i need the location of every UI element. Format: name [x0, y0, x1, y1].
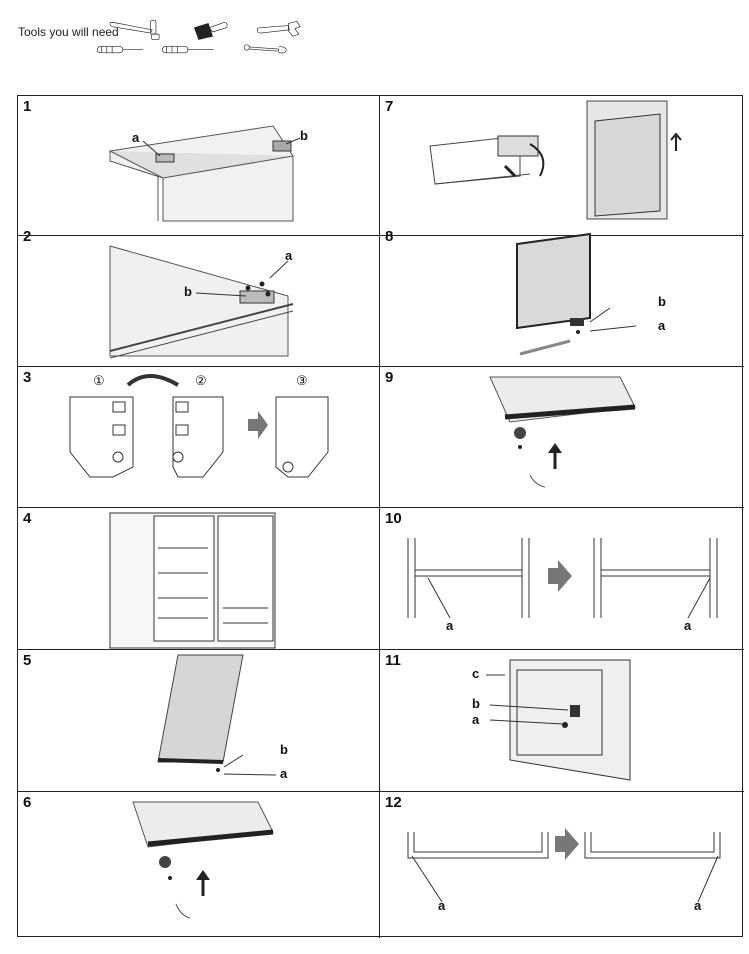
adjustable-wrench-icon — [256, 20, 301, 37]
step-10-illustration — [407, 538, 718, 619]
step-7-illustration — [429, 100, 682, 220]
label-a: a — [472, 712, 480, 727]
step-5-illustration — [157, 654, 277, 776]
step-9-panel: 9 — [380, 367, 744, 508]
label-b: b — [184, 284, 192, 299]
step-number: 9 — [385, 369, 394, 386]
step-11-panel: 11 c b a — [380, 650, 744, 792]
step-6-panel: 6 — [18, 792, 380, 938]
step-11-illustration — [486, 659, 631, 781]
step-12-panel: 12 a a — [380, 792, 744, 938]
label-a: a — [280, 766, 288, 781]
label-a: a — [132, 130, 140, 145]
label-c: c — [472, 666, 480, 681]
step-5-panel: 5 b a — [18, 650, 380, 792]
step-number: 3 — [23, 369, 32, 386]
step-9-illustration — [489, 376, 636, 488]
flathead-screwdriver-icon — [96, 46, 144, 54]
label-a: a — [684, 618, 692, 633]
label-b: b — [300, 128, 308, 143]
step-number: 6 — [23, 794, 32, 811]
step-3-panel: 3 ① ② ③ — [18, 367, 380, 508]
step-6-illustration — [132, 801, 274, 919]
step-number: 7 — [385, 98, 394, 115]
step-number: 5 — [23, 652, 32, 669]
label-a: a — [694, 898, 702, 913]
label-b: b — [280, 742, 288, 757]
label-a: a — [658, 318, 666, 333]
step-number: 10 — [385, 510, 402, 527]
step-2-illustration — [109, 245, 294, 359]
step-number: 12 — [385, 794, 402, 811]
step-12-illustration — [407, 828, 721, 903]
step-7-panel: 7 — [380, 96, 744, 236]
tools-heading: Tools you will need — [18, 25, 119, 39]
step-2-panel: 2 b a — [18, 226, 380, 367]
step-10-panel: 10 a a — [380, 508, 744, 650]
label-3: ③ — [296, 373, 308, 388]
step-8-illustration — [516, 232, 637, 356]
step-number: 1 — [23, 98, 32, 115]
step-number: 4 — [23, 510, 32, 527]
label-a: a — [438, 898, 446, 913]
step-4-illustration — [109, 512, 276, 649]
label-b: b — [658, 294, 666, 309]
step-1-panel: 1 a b — [18, 96, 380, 236]
step-1-illustration — [109, 125, 301, 222]
putty-knife-icon — [193, 22, 228, 40]
label-2: ② — [195, 373, 207, 388]
label-b: b — [472, 696, 480, 711]
label-a: a — [285, 248, 293, 263]
label-a: a — [446, 618, 454, 633]
label-1: ① — [93, 373, 105, 388]
step-4-panel: 4 — [18, 508, 380, 650]
step-number: 8 — [385, 228, 394, 245]
combination-wrench-icon — [243, 44, 287, 54]
socket-wrench-icon — [109, 19, 160, 40]
instruction-grid: 1 a b 7 2 — [17, 95, 744, 938]
tools-illustration — [96, 19, 301, 54]
step-number: 2 — [23, 228, 32, 245]
phillips-screwdriver-icon — [162, 46, 214, 54]
step-number: 11 — [385, 652, 401, 669]
step-3-illustration — [69, 374, 329, 478]
step-8-panel: 8 b a — [380, 226, 744, 367]
